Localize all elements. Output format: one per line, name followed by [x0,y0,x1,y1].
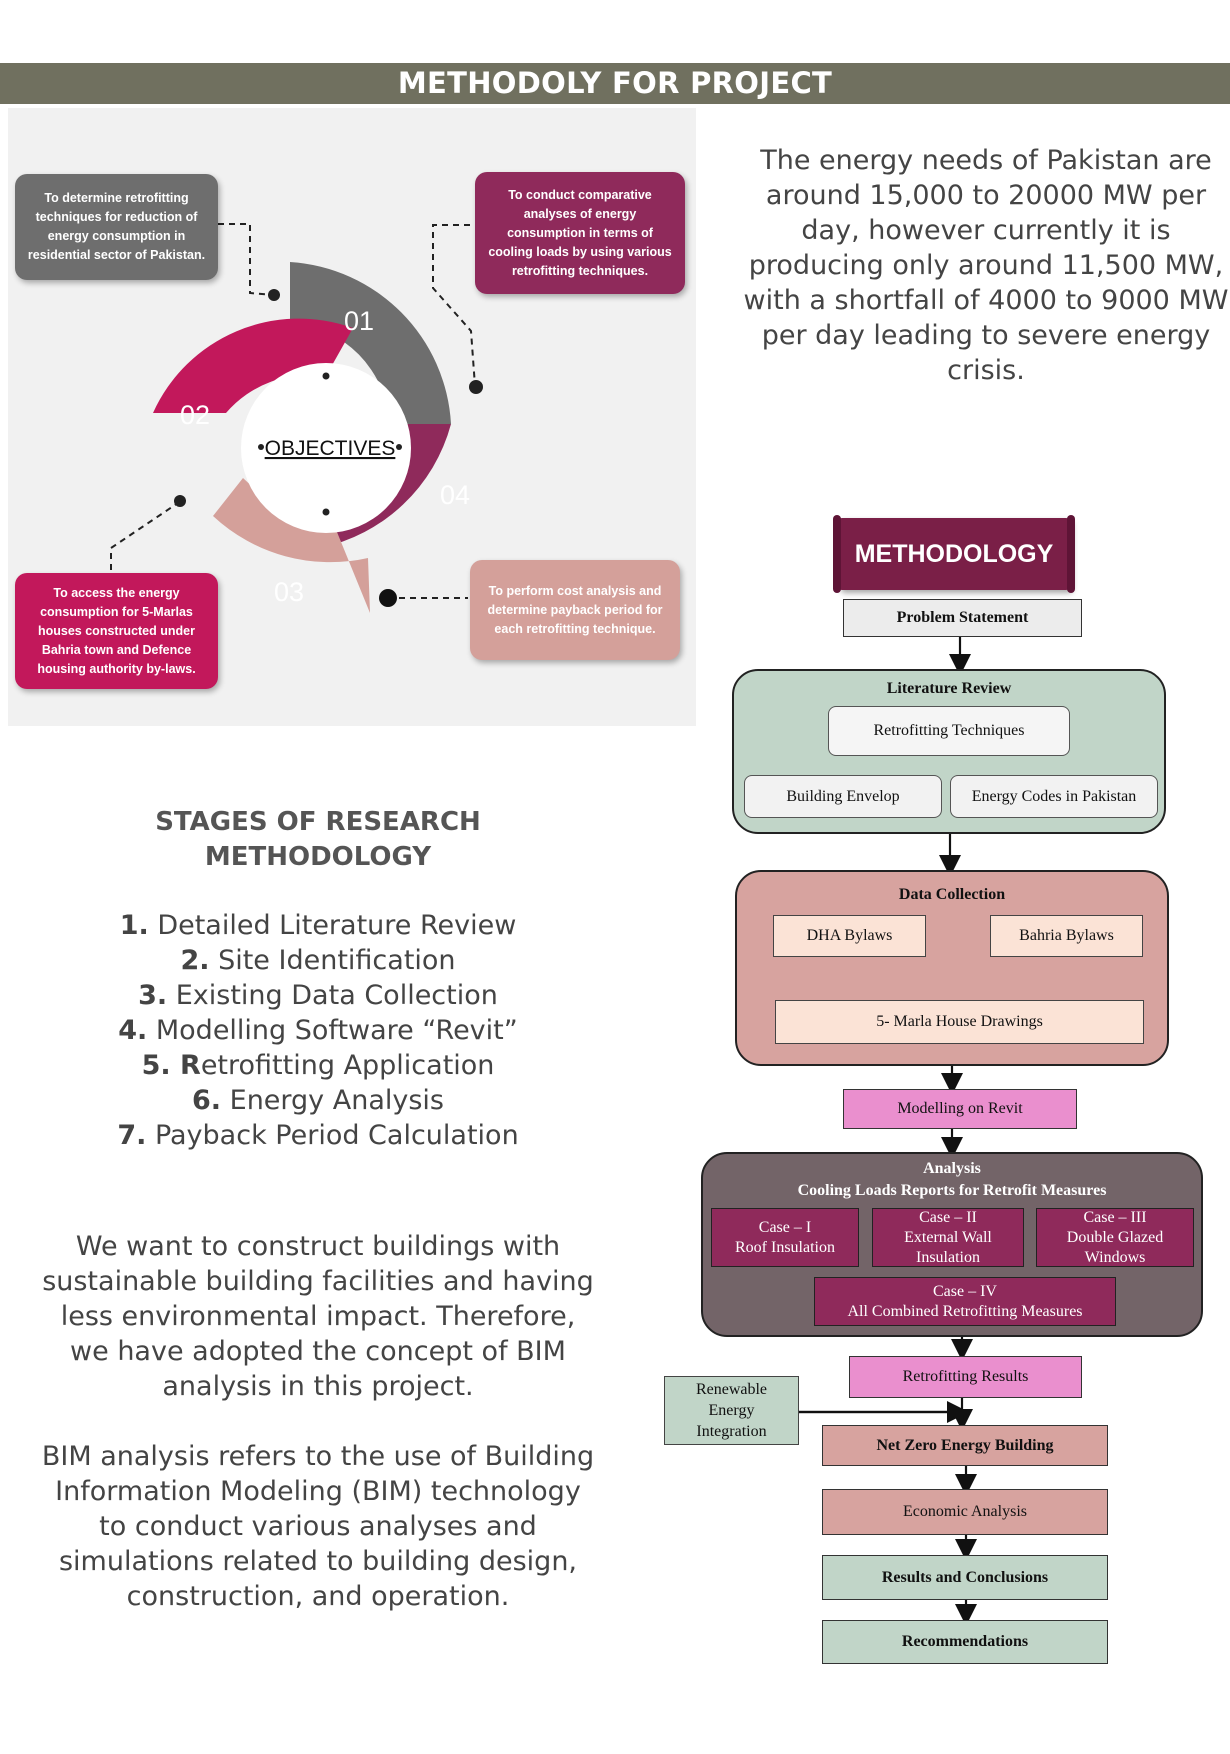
callout-top-right: To conduct comparative analyses of energ… [475,172,685,294]
stage-item: 3. Existing Data Collection [138,980,498,1011]
stage-item: 4. Modelling Software “Revit” [118,1015,518,1046]
dha-bylaws-box: DHA Bylaws [773,915,926,957]
methodology-banner: METHODOLOGY [833,515,1075,593]
results-conclusions-box: Results and Conclusions [822,1555,1108,1600]
segment-01-label: 01 [344,306,374,336]
data-collection-title: Data Collection [898,886,1006,903]
callout-bottom-left: To access the energy consumption for 5-M… [15,573,218,689]
segment-03 [213,478,370,613]
stage-item: 7. Payback Period Calculation [117,1120,519,1151]
economic-analysis-box: Economic Analysis [822,1489,1108,1535]
stage-item: 5. Retrofitting Application [141,1050,495,1081]
segment-03-label: 03 [274,577,304,607]
page-title: METHODOLY FOR PROJECT [0,63,1230,104]
segment-02-label: 02 [180,400,210,430]
recommendations-box: Recommendations [822,1620,1108,1664]
bim-paragraph-2: BIM analysis refers to the use of Buildi… [41,1441,595,1612]
literature-review-title: Literature Review [886,680,1012,697]
problem-statement-box: Problem Statement [843,599,1082,637]
callout-top-left: To determine retrofitting techniques for… [15,174,218,280]
objectives-ring: 01 02 03 04 OBJECTIVES [110,223,483,613]
segment-04-label: 04 [440,480,470,510]
retrofitting-results-box: Retrofitting Results [849,1356,1082,1398]
stage-item: 2. Site Identification [180,945,456,976]
segment-02 [153,318,353,413]
building-envelop-box: Building Envelop [744,775,942,818]
analysis-subtitle: Cooling Loads Reports for Retrofit Measu… [797,1182,1107,1199]
stage-item: 1. Detailed Literature Review [119,910,517,941]
energy-codes-box: Energy Codes in Pakistan [950,775,1158,818]
analysis-title: Analysis [923,1160,981,1177]
segment-01 [290,262,451,424]
stage-item: 6. Energy Analysis [192,1085,444,1116]
intro-text: The energy needs of Pakistan are around … [743,145,1229,386]
bahria-bylaws-box: Bahria Bylaws [990,915,1143,957]
marla-drawings-box: 5- Marla House Drawings [775,1000,1144,1044]
bim-paragraph-1: We want to construct buildings with sust… [42,1231,594,1402]
objectives-center-label: OBJECTIVES [265,437,396,460]
stages-list: 1. Detailed Literature Review 2. Site Id… [60,908,576,1153]
net-zero-box: Net Zero Energy Building [822,1425,1108,1466]
modelling-revit-box: Modelling on Revit [843,1089,1077,1129]
methodology-title: METHODOLOGY [854,539,1054,568]
stages-heading: STAGES OF RESEARCH METHODOLOGY [155,807,481,872]
retrofitting-techniques-box: Retrofitting Techniques [828,706,1070,756]
objectives-diagram: 01 02 03 04 OBJECTIVES To determine retr… [8,108,696,726]
callout-bottom-right: To perform cost analysis and determine p… [470,560,680,660]
